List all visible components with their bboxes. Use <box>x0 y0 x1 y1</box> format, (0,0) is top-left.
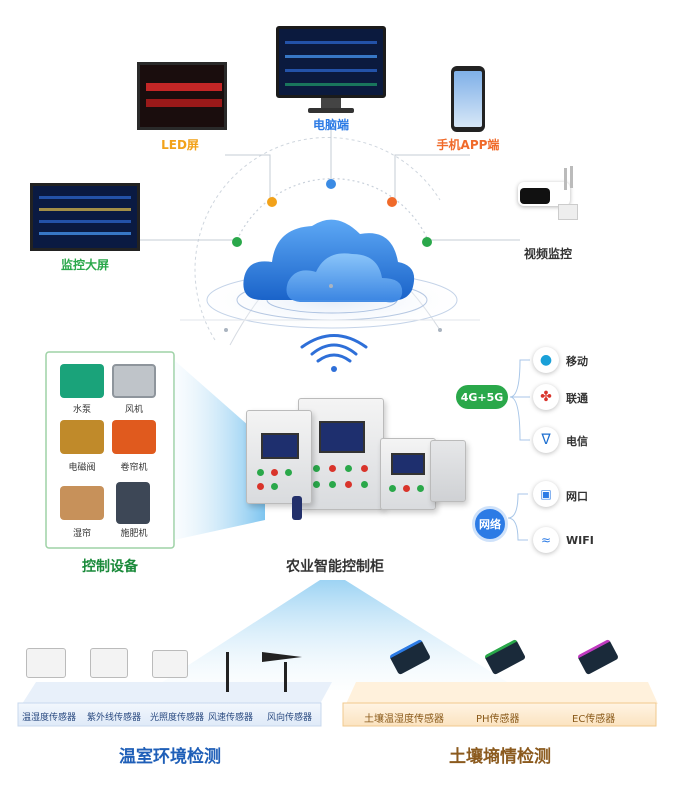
device-label: 风机 <box>104 402 164 415</box>
water-pump-icon <box>60 364 104 398</box>
solenoid-valve-icon <box>60 420 104 454</box>
carrier-label: 移动 <box>566 353 588 369</box>
device-label: 湿帘 <box>52 526 112 539</box>
control-cabinet-left <box>246 410 312 504</box>
wired-label: WIFI <box>566 534 594 547</box>
cloud-icon <box>243 220 414 303</box>
sensor-probe <box>292 496 302 520</box>
carrier-label: 联通 <box>566 390 588 406</box>
device-label: 卷帘机 <box>104 460 164 473</box>
wifi-icon: ≈ <box>533 527 559 553</box>
device-label: 电磁阀 <box>52 460 112 473</box>
greenhouse-sensor-label: 风向传感器 <box>267 710 312 723</box>
ethernet-port-icon: ▣ <box>533 481 559 507</box>
soil-sensor-label: 土壤温湿度传感器 <box>364 710 444 725</box>
greenhouse-sensor-label: 风速传感器 <box>208 710 253 723</box>
app-label: 手机APP端 <box>428 136 508 153</box>
device-label: 水泵 <box>52 402 112 415</box>
fan-icon <box>112 364 156 398</box>
led-screen <box>137 62 227 130</box>
control-cabinet-box <box>430 440 466 502</box>
device-label: 施肥机 <box>104 526 164 539</box>
big-monitor-screen <box>30 183 140 251</box>
pc-label: 电脑端 <box>300 116 362 133</box>
carrier-label: 电信 <box>566 433 588 449</box>
pc-monitor <box>276 26 386 114</box>
soil-sensor-label: PH传感器 <box>476 710 520 725</box>
temp-humidity-sensor-icon <box>26 648 66 678</box>
phone-app <box>451 66 485 132</box>
china-telecom-icon: ᐁ <box>533 427 559 453</box>
video-camera <box>512 168 584 228</box>
wireless-signal-icon <box>302 336 366 373</box>
video-label: 视频监控 <box>508 245 588 262</box>
greenhouse-sensor-label: 温湿度传感器 <box>22 710 76 723</box>
greenhouse-sensor-label: 紫外线传感器 <box>87 710 141 723</box>
light-sensor-icon <box>152 650 188 678</box>
wired-label: 网口 <box>566 488 588 504</box>
greenhouse-sensor-label: 光照度传感器 <box>150 710 204 723</box>
bigscreen-label: 监控大屏 <box>45 256 125 273</box>
control-cabinet-title: 农业智能控制柜 <box>275 556 395 576</box>
wind-direction-sensor-icon <box>262 652 306 692</box>
control-devices-title: 控制设备 <box>70 556 150 576</box>
china-unicom-icon: ✤ <box>533 384 559 410</box>
greenhouse-title: 温室环境检测 <box>110 742 230 767</box>
wet-curtain-icon <box>60 486 104 520</box>
soil-sensor-label: EC传感器 <box>572 710 615 725</box>
control-cabinet-right <box>380 438 436 510</box>
wired-network-badge: 网络 <box>472 506 508 542</box>
roller-motor-icon <box>112 420 156 454</box>
led-label: LED屏 <box>150 136 210 153</box>
fertilizer-machine-icon <box>116 482 150 524</box>
china-mobile-icon: ● <box>533 347 559 373</box>
mobile-network-badge: 4G+5G <box>456 385 508 409</box>
uv-sensor-icon <box>90 648 128 678</box>
soil-title: 土壤墒情检测 <box>440 742 560 767</box>
wind-speed-sensor-icon <box>226 652 248 692</box>
